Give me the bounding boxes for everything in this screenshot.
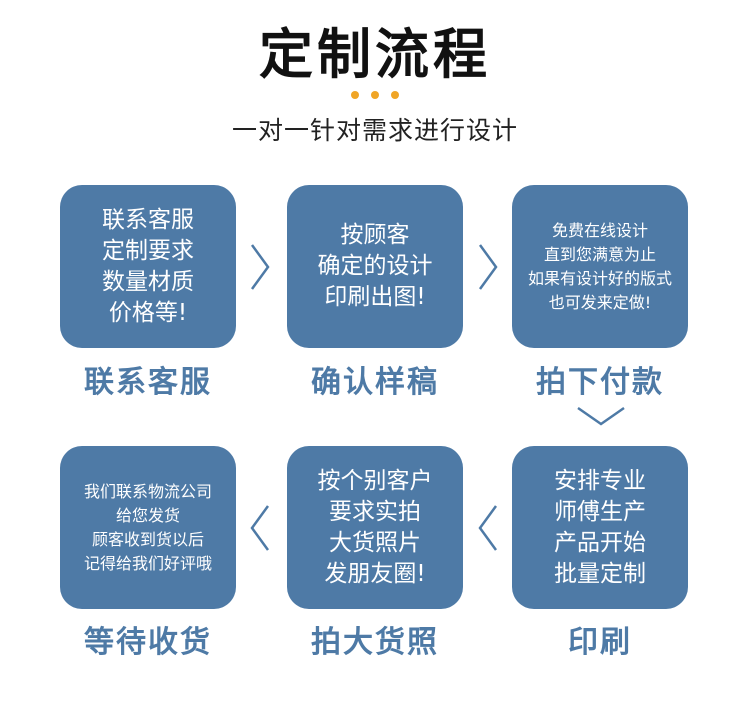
- card-text: 要求实拍: [329, 498, 421, 525]
- step-card-order: 免费在线设计 直到您满意为止 如果有设计好的版式 也可发来定做!: [512, 185, 688, 348]
- card-text: 给您发货: [115, 505, 180, 525]
- chevron-right-icon: [250, 244, 270, 290]
- card-text: 按顾客: [340, 222, 410, 248]
- step-card-contact: 联系客服 定制要求 数量材质 价格等!: [60, 185, 236, 348]
- card-text: 按个别客户: [317, 467, 433, 494]
- card-text: 数量材质: [102, 268, 194, 295]
- card-text: 价格等!: [108, 299, 188, 326]
- card-text: 师傅生产: [554, 498, 646, 525]
- chevron-left-icon: [250, 505, 270, 551]
- card-text: 印刷出图!: [324, 284, 426, 310]
- step-label-contact: 联系客服: [84, 365, 212, 400]
- dot-icon: [371, 91, 379, 99]
- step-card-print: 安排专业 师傅生产 产品开始 批量定制: [512, 446, 688, 609]
- decorative-dots: [351, 91, 399, 101]
- page-title: 定制流程: [259, 23, 491, 86]
- step-card-delivery: 我们联系物流公司 给您发货 顾客收到货以后 记得给我们好评哦: [60, 446, 236, 609]
- page-subtitle: 一对一针对需求进行设计: [231, 116, 518, 145]
- card-text: 产品开始: [554, 529, 646, 556]
- card-text: 免费在线设计: [551, 220, 648, 240]
- card-text: 大货照片: [329, 529, 421, 556]
- step-label-proof: 确认样稿: [311, 365, 439, 400]
- step-label-delivery: 等待收货: [84, 625, 212, 660]
- step-label-photo: 拍大货照: [311, 625, 439, 660]
- dot-icon: [351, 91, 359, 99]
- card-text: 确定的设计: [317, 253, 433, 279]
- card-text: 记得给我们好评哦: [83, 553, 212, 573]
- card-text: 安排专业: [554, 467, 646, 494]
- chevron-down-icon: [577, 406, 625, 426]
- step-label-print: 印刷: [568, 625, 632, 660]
- card-text: 批量定制: [554, 560, 646, 587]
- step-card-proof: 按顾客 确定的设计 印刷出图!: [287, 185, 463, 348]
- card-text: 定制要求: [102, 237, 194, 264]
- card-text: 如果有设计好的版式: [527, 268, 672, 288]
- card-text: 顾客收到货以后: [91, 529, 204, 549]
- card-text: 也可发来定做!: [548, 292, 652, 312]
- dot-icon: [391, 91, 399, 99]
- step-card-photo: 按个别客户 要求实拍 大货照片 发朋友圈!: [287, 446, 463, 609]
- chevron-right-icon: [478, 244, 498, 290]
- chevron-left-icon: [478, 505, 498, 551]
- card-text: 我们联系物流公司: [83, 481, 212, 501]
- card-text: 直到您满意为止: [543, 244, 656, 264]
- card-text: 发朋友圈!: [324, 560, 426, 587]
- card-text: 联系客服: [102, 206, 194, 233]
- step-label-order: 拍下付款: [536, 365, 664, 400]
